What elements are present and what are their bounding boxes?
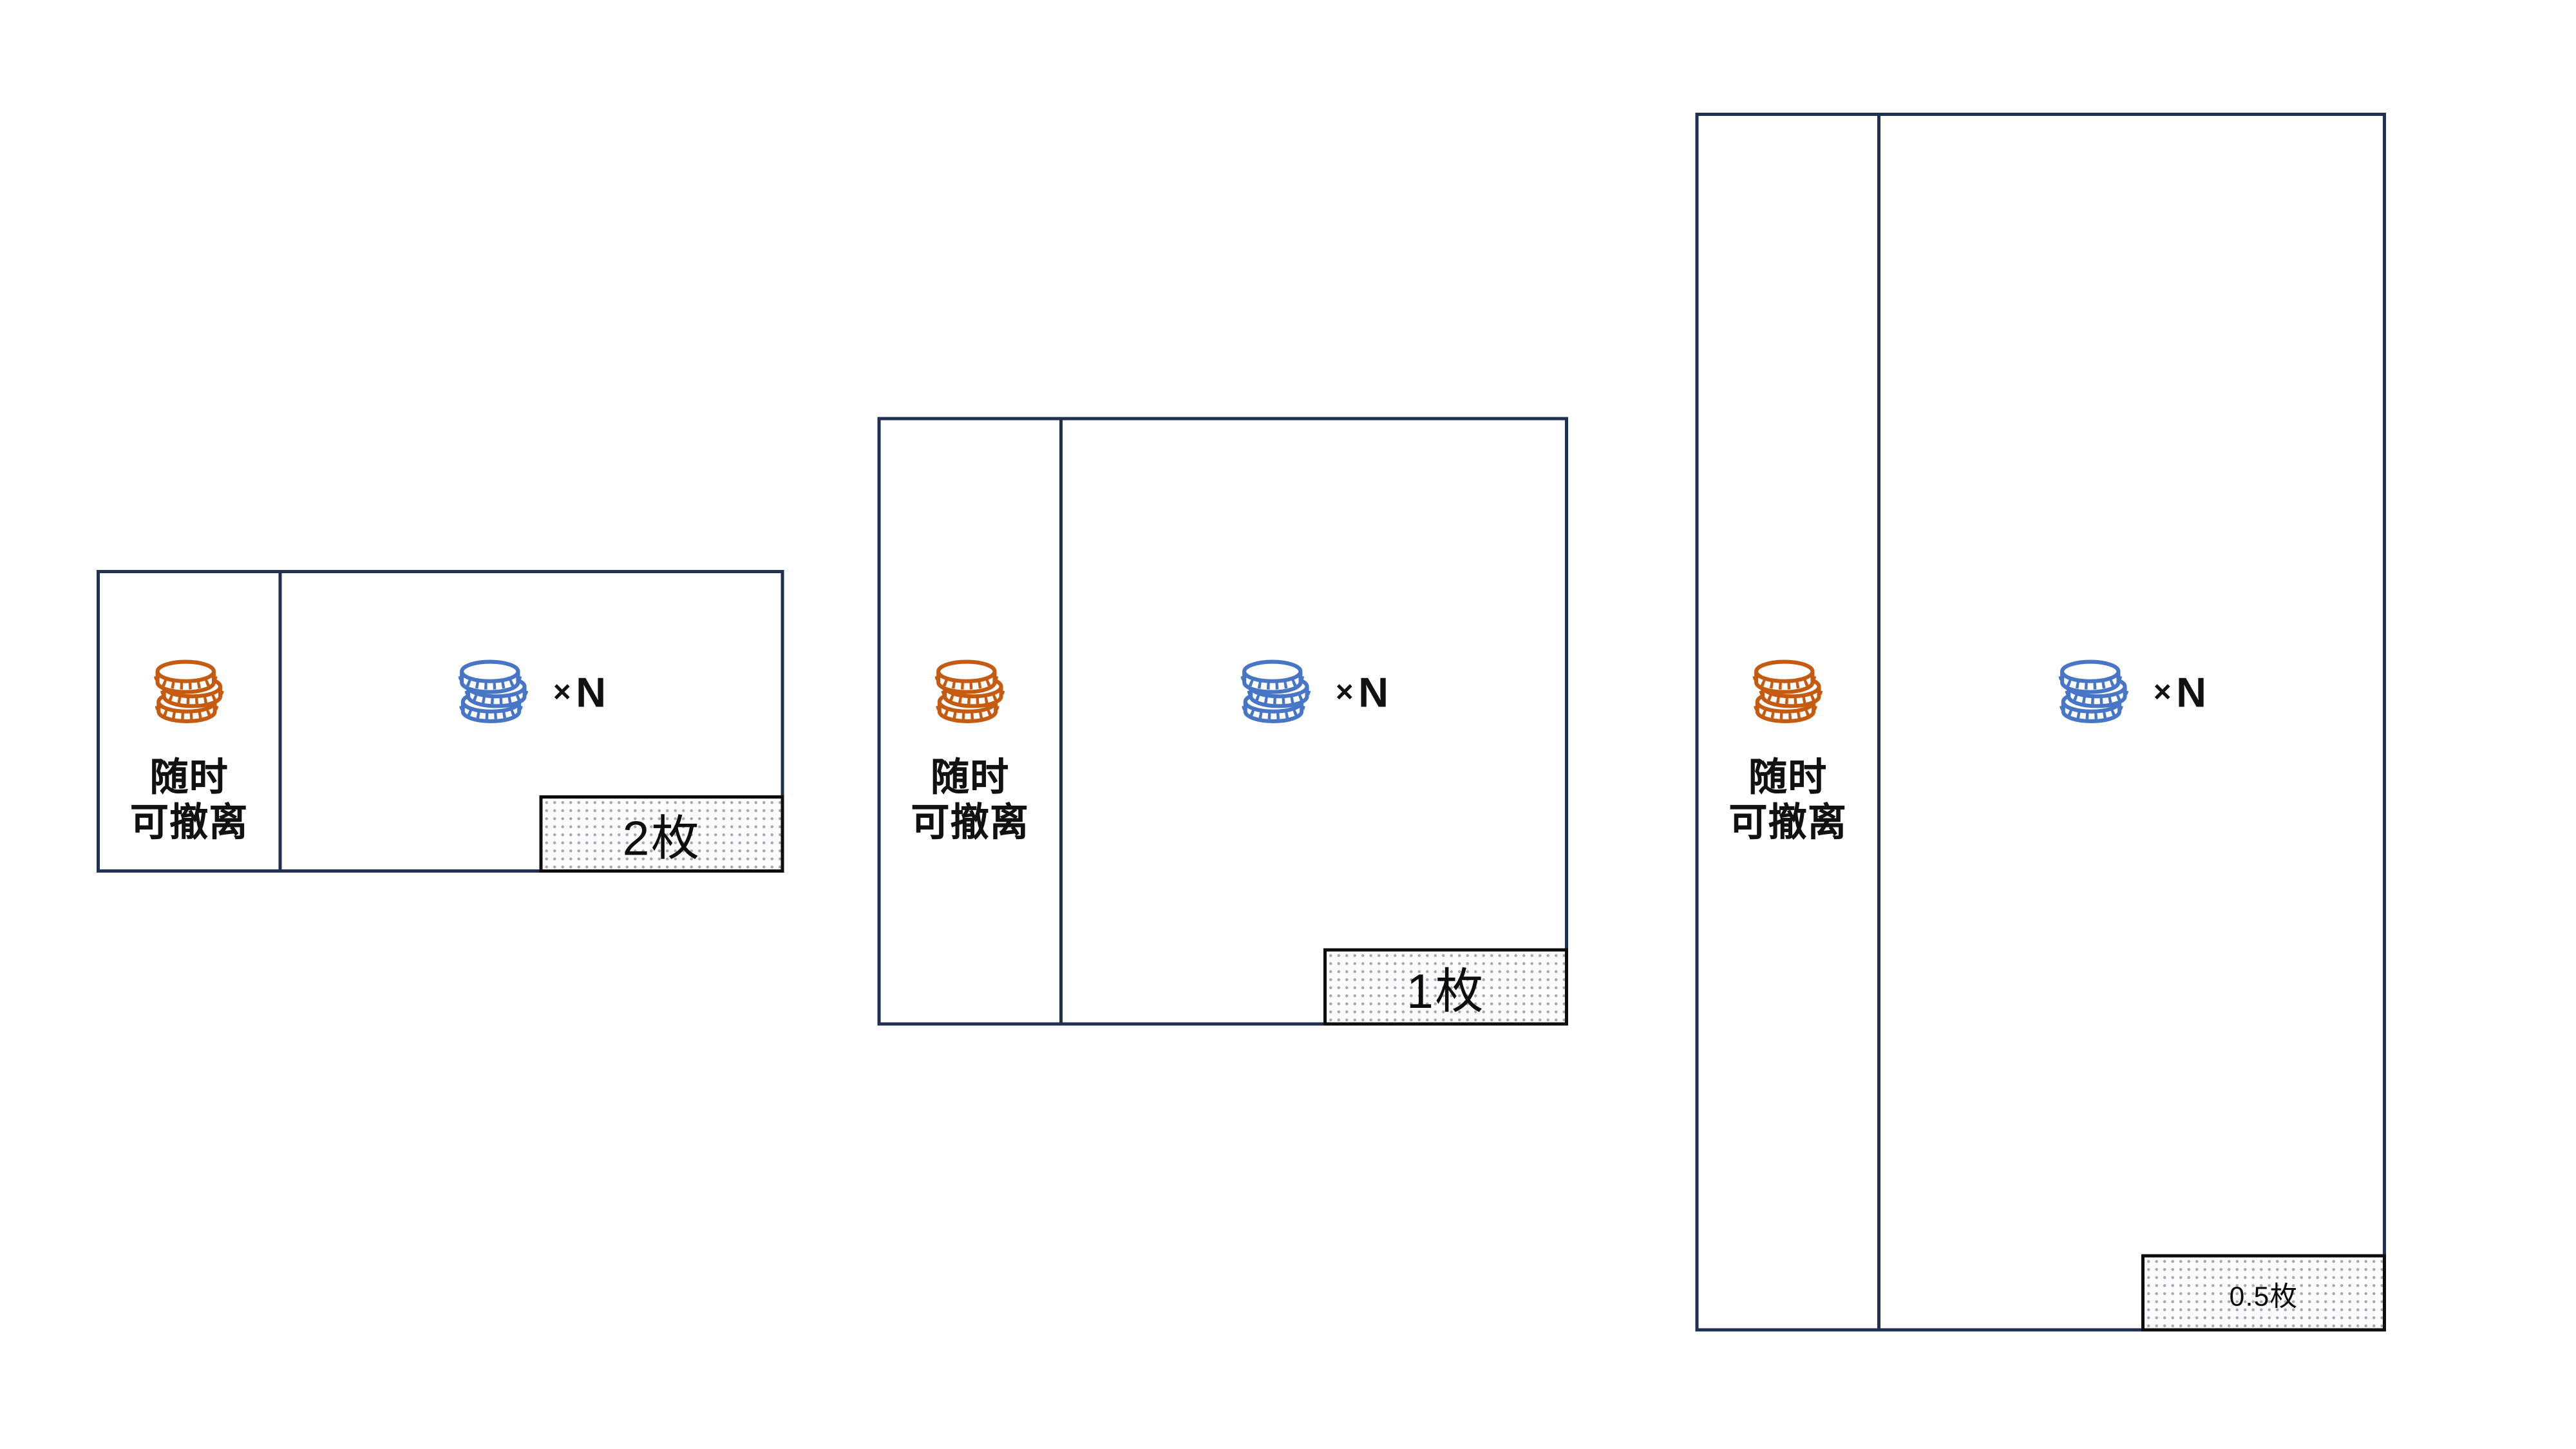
reserve-label-line1: 随时 [149,757,229,800]
reserve-content: 随时 可撤离 [100,659,279,848]
multiply-sign: × [2153,675,2172,710]
blue-coins-icon [457,659,531,728]
reserve-content: 随时 可撤离 [1699,659,1878,848]
reserve-label: 随时 可撤离 [130,757,249,847]
reserve-label-line2: 可撤离 [1728,802,1848,846]
price-tag: 0.5枚 [2141,1254,2386,1332]
position-area: × N 0.5枚 [1880,116,2386,1332]
reserve-label-line1: 随时 [931,757,1010,800]
reserve-label-line2: 可撤离 [911,802,1030,846]
reserve-content: 随时 可撤离 [881,659,1060,848]
position-area: × N 1枚 [1063,421,1568,1026]
multiplier: × N [553,668,606,719]
price-tag: 2枚 [539,795,784,873]
multiply-sign: × [553,675,571,710]
reserve-label: 随时 可撤离 [1728,757,1847,847]
reserve-column: 随时 可撤离 [881,420,1063,1023]
orange-coins-icon [1751,659,1825,728]
multiplier-n: N [2176,668,2207,717]
position-area: × N 2枚 [282,573,784,873]
position-content: × N [282,659,781,728]
reserve-column: 随时 可撤离 [1699,116,1880,1329]
reserve-label-line1: 随时 [1748,757,1828,800]
reserve-label-line2: 可撤离 [129,802,249,846]
orange-coins-icon [933,659,1007,728]
multiplier: × N [1336,668,1388,719]
position-content: × N [1880,659,2383,728]
reserve-label: 随时 可撤离 [911,757,1029,847]
panel-price-1: 随时 可撤离 × N 1枚 [877,417,1568,1026]
orange-coins-icon [152,659,226,728]
reserve-column: 随时 可撤离 [100,573,282,869]
multiplier: × N [2154,668,2206,719]
blue-coins-icon [1239,659,1313,728]
blue-coins-icon [2057,659,2131,728]
panel-price-0-5: 随时 可撤离 × N 0.5枚 [1695,113,2386,1332]
panel-price-2: 随时 可撤离 × N 2枚 [97,570,784,873]
multiplier-n: N [576,668,607,717]
multiply-sign: × [1335,675,1354,710]
multiplier-n: N [1358,668,1389,717]
position-content: × N [1063,659,1565,728]
price-tag: 1枚 [1323,948,1568,1026]
